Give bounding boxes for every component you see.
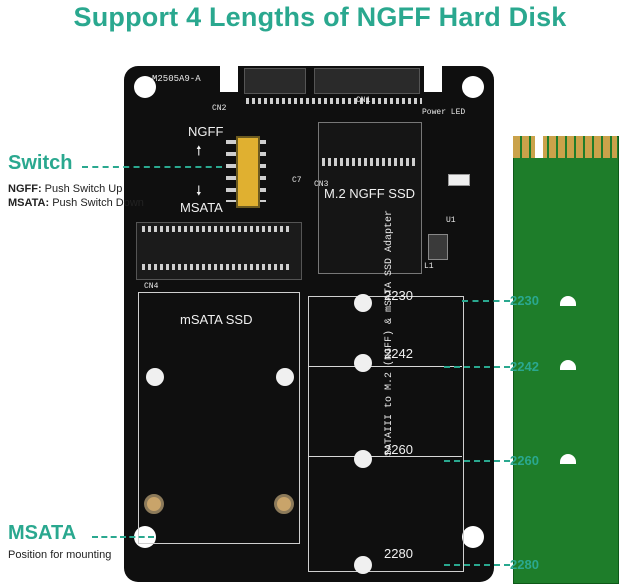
msata-standoff-right	[274, 494, 294, 514]
ngff-msata-switch[interactable]	[236, 136, 260, 208]
hole-2260	[354, 450, 372, 468]
ssd-notch-2242	[560, 360, 576, 370]
corner-hole-tr	[462, 76, 484, 98]
length-label-2280: 2280	[384, 546, 413, 561]
msata-mount-caption: Position for mounting	[8, 549, 112, 561]
l1-label: L1	[424, 262, 434, 271]
right-label-2260: 2260	[510, 453, 539, 468]
ngff-silk: NGFF	[188, 124, 224, 139]
divider-2260	[308, 456, 462, 457]
ssd-notch-2230	[560, 296, 576, 306]
m2-gold-fingers	[513, 136, 617, 158]
msata-slot-label: mSATA SSD	[180, 312, 253, 327]
cn1-label: CN1	[356, 96, 371, 105]
hole-2280	[354, 556, 372, 574]
length-label-2260: 2260	[384, 442, 413, 457]
model-label: M2505A9-A	[152, 74, 201, 84]
dash-2242	[444, 366, 510, 368]
hole-2242	[354, 354, 372, 372]
dash-2230	[462, 300, 510, 302]
msata-instruction: Push Switch Down	[49, 197, 144, 209]
ngff-instruction: Push Switch Up	[41, 183, 123, 195]
divider-2242	[308, 366, 462, 367]
m2-length-outline	[308, 296, 464, 572]
sata-pins	[246, 98, 422, 104]
adapter-text: SATAIII to M.2 (NGFF) & mSATA SSD Adapte…	[384, 209, 395, 456]
m2-slot-label: M.2 NGFF SSD	[324, 186, 416, 201]
cn2-label: CN2	[212, 104, 227, 113]
arrow-up-icon: 🠕	[196, 143, 202, 158]
msata-hole-left	[146, 368, 164, 386]
c7-label: C7	[292, 176, 302, 185]
adapter-board: M2505A9-A CN2 CN1 Power LED NGFF 🠕 🠗 MSA…	[124, 66, 494, 582]
right-label-2280: 2280	[510, 557, 539, 572]
corner-hole-br	[462, 526, 484, 548]
u1-label: U1	[446, 216, 456, 225]
switch-callout-title: Switch	[8, 152, 73, 174]
sata-power-connector	[244, 68, 306, 94]
hole-2230	[354, 294, 372, 312]
dash-2280	[444, 564, 510, 566]
msata-leader-line	[92, 536, 154, 538]
m2-slot-area	[318, 122, 422, 274]
msata-silk: MSATA	[180, 200, 223, 215]
regulator-chip	[428, 234, 448, 260]
corner-hole-tl	[134, 76, 156, 98]
arrow-down-icon: 🠗	[196, 183, 202, 198]
power-led-label: Power LED	[422, 108, 466, 117]
page-title: Support 4 Lengths of NGFF Hard Disk	[73, 2, 567, 32]
switch-leader-line	[82, 166, 222, 168]
cn4-label: CN4	[144, 282, 159, 291]
msata-hole-right	[276, 368, 294, 386]
msata-standoff-left	[144, 494, 164, 514]
sata-data-connector	[314, 68, 420, 94]
right-label-2242: 2242	[510, 359, 539, 374]
length-label-2230: 2230	[384, 288, 413, 303]
msata-pins-top	[142, 226, 292, 232]
msata-outline	[138, 292, 300, 544]
msata-callout-title: MSATA	[8, 522, 77, 544]
cn3-label: CN3	[314, 180, 329, 189]
right-label-2230: 2230	[510, 293, 539, 308]
board-notch-left	[220, 66, 238, 92]
m2-key-notch	[535, 136, 543, 158]
switch-instructions: NGFF: Push Switch Up MSATA: Push Switch …	[8, 182, 158, 210]
ssd-notch-2260	[560, 454, 576, 464]
smd-component	[448, 174, 470, 186]
dash-2260	[444, 460, 510, 462]
length-label-2242: 2242	[384, 346, 413, 361]
board-notch-right	[424, 66, 442, 92]
m2-connector-pins	[322, 158, 416, 166]
msata-bold: MSATA:	[8, 197, 50, 209]
msata-pins-bottom	[142, 264, 292, 270]
ngff-bold: NGFF:	[8, 183, 42, 195]
